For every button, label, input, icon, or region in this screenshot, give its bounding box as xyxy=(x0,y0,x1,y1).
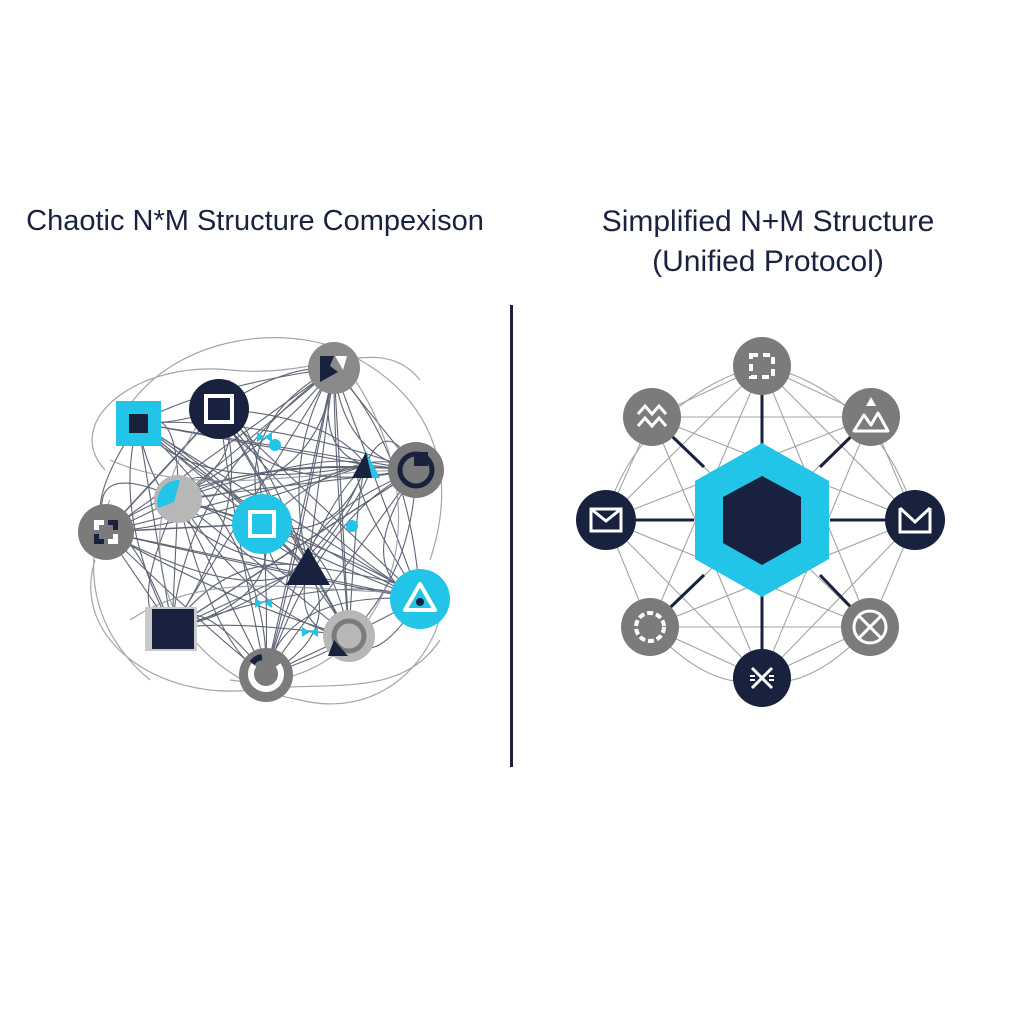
chaotic-connection-line xyxy=(105,367,335,533)
chaotic-mesh xyxy=(78,337,450,705)
chaotic-connection-line xyxy=(171,624,350,637)
node-gray-circle-cyan-arc xyxy=(154,475,202,523)
node-navy-square-ring xyxy=(189,379,249,439)
chaotic-connection-line xyxy=(218,408,421,600)
chaotic-connection-line xyxy=(265,469,417,676)
node-gray-mountain-icon xyxy=(842,388,900,446)
node-navy-mail-icon-right xyxy=(885,490,945,550)
node-cyan-square xyxy=(116,401,161,446)
right-panel-title: Simplified N+M Structure (Unified Protoc… xyxy=(512,202,1024,282)
node-navy-triangle-large xyxy=(286,547,330,585)
chaotic-connection-line xyxy=(105,531,350,637)
node-gray-ring-right xyxy=(388,442,444,498)
chaotic-connection-line xyxy=(171,367,335,630)
chaotic-connection-line xyxy=(333,367,421,600)
chaotic-connection-line xyxy=(171,469,417,630)
node-cyan-triangle-circle xyxy=(390,569,450,629)
chaotic-connection-line xyxy=(137,421,417,471)
right-title-line-2: (Unified Protocol) xyxy=(652,245,884,278)
node-gray-partial-ring-bottom xyxy=(239,648,293,702)
node-cyan-center-hub xyxy=(232,494,292,554)
central-protocol-hub xyxy=(695,443,829,597)
right-title-line-1: Simplified N+M Structure xyxy=(601,205,935,238)
chaotic-connection-line xyxy=(105,464,367,533)
chaotic-connection-line xyxy=(265,367,335,676)
node-gray-bracket-left xyxy=(78,504,134,560)
node-gray-bracket-top xyxy=(733,337,791,395)
node-navy-mail-icon-left xyxy=(576,490,636,550)
chaotic-connection-line xyxy=(177,460,367,500)
node-navy-cross-icon xyxy=(733,649,791,707)
node-gray-ring-bottom-right xyxy=(323,610,375,662)
left-panel-title: Chaotic N*M Structure Compexison xyxy=(26,205,484,237)
chaotic-connection-line xyxy=(105,367,335,533)
chaotic-connection-line xyxy=(177,498,267,676)
unified-hub-network xyxy=(576,337,945,707)
chaotic-connection-line xyxy=(177,367,335,500)
chaotic-connection-line xyxy=(177,367,335,500)
cyan-connector-markers xyxy=(255,432,358,637)
panel-divider xyxy=(510,305,513,767)
chaotic-connection-line xyxy=(333,367,350,637)
node-gray-wave-icon xyxy=(623,388,681,446)
node-gray-gear-icon xyxy=(621,598,679,656)
node-navy-triangle-small xyxy=(352,452,380,478)
node-gray-glyph-top xyxy=(308,342,360,394)
node-navy-square-bottom xyxy=(145,607,197,651)
node-gray-close-icon xyxy=(841,598,899,656)
